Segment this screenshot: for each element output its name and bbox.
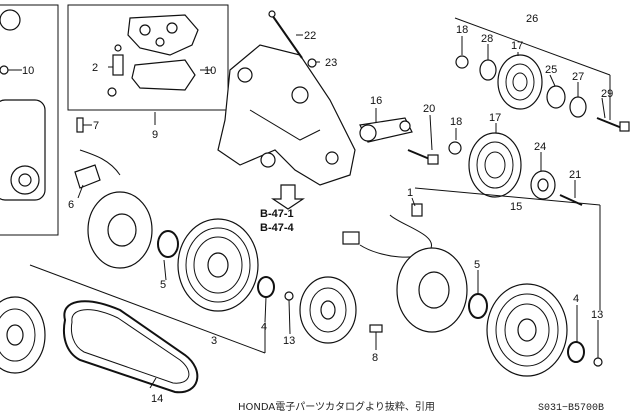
callout-26: 26 xyxy=(526,13,538,25)
callout-20: 20 xyxy=(423,103,435,115)
nut-18-mid xyxy=(448,141,462,155)
belt-inner xyxy=(70,309,190,384)
pulley-right xyxy=(486,283,568,377)
callout-10-box: 10 xyxy=(204,65,216,77)
callout-17-top: 17 xyxy=(511,40,523,52)
group-frame-9 xyxy=(67,4,229,111)
field-coil-right xyxy=(396,247,468,333)
callout-18-top: 18 xyxy=(456,24,468,36)
valve-gasket xyxy=(131,59,196,91)
nut-23 xyxy=(307,58,317,68)
reference-arrow xyxy=(271,184,305,210)
idler-assembly-top xyxy=(455,54,630,132)
snap-ring-left xyxy=(157,230,179,258)
ref-label-1: B-47-1 xyxy=(260,208,294,220)
callout-14: 14 xyxy=(151,393,163,405)
compressor-left-group xyxy=(0,4,59,236)
bolt-7-part xyxy=(76,117,84,133)
callout-23: 23 xyxy=(325,57,337,69)
callout-27: 27 xyxy=(572,71,584,83)
harness-wire xyxy=(79,149,121,176)
callout-15: 15 xyxy=(510,201,522,213)
leader-lines xyxy=(18,34,606,389)
stud-22 xyxy=(271,14,303,59)
idler-pulley-mid xyxy=(468,132,522,198)
bolt-7 xyxy=(76,117,84,133)
stud-22-part xyxy=(268,10,303,59)
drive-belt xyxy=(62,300,199,394)
bolt-20-part xyxy=(407,149,439,165)
callout-1: 1 xyxy=(407,187,413,199)
callout-16: 16 xyxy=(370,95,382,107)
washer-13-left xyxy=(284,291,294,301)
harness-6-part xyxy=(74,149,121,189)
field-coil-left xyxy=(87,191,153,269)
callout-8: 8 xyxy=(372,352,378,364)
source-note: HONDA電子パーツカタログより抜粋、引用 xyxy=(238,400,435,413)
bearing-25 xyxy=(546,85,566,109)
sensor-plug xyxy=(411,203,423,217)
callout-22: 22 xyxy=(304,30,316,42)
sensor-harness xyxy=(342,203,433,258)
pulley-left-partial xyxy=(0,296,46,374)
callout-24: 24 xyxy=(534,141,546,153)
idler-top-outer xyxy=(497,54,543,110)
diagram-code: S031−B5700B xyxy=(538,403,604,414)
callout-5-right: 5 xyxy=(474,259,480,271)
callout-3: 3 xyxy=(211,335,217,347)
field-coil-inner xyxy=(107,213,137,247)
group-lines xyxy=(29,17,611,354)
bolt-29 xyxy=(596,117,623,129)
callout-9: 9 xyxy=(152,129,158,141)
callout-18-mid: 18 xyxy=(450,116,462,128)
nut-18-top xyxy=(455,55,469,69)
belt-outer xyxy=(62,300,199,394)
callout-4-left: 4 xyxy=(261,321,267,333)
callout-4-right: 4 xyxy=(573,293,579,305)
valve-plate xyxy=(127,14,199,56)
callout-17-mid: 17 xyxy=(489,112,501,124)
group-frame-left xyxy=(0,4,59,236)
shim-left xyxy=(257,276,275,298)
armature-center xyxy=(299,276,357,344)
callout-13-left: 13 xyxy=(283,335,295,347)
pulley-center-hub xyxy=(207,252,229,278)
callout-10-left: 10 xyxy=(22,65,34,77)
callout-7: 7 xyxy=(93,120,99,132)
ref-arrow-shape xyxy=(271,184,305,210)
bolt-8-head xyxy=(369,324,383,333)
callout-numbers: 10 10 2 9 7 6 22 23 16 20 18 18 28 26 17… xyxy=(22,13,613,405)
compressor-top-fitting xyxy=(0,9,21,31)
pulley-center xyxy=(177,218,259,312)
callout-28: 28 xyxy=(481,33,493,45)
snap-ring-right xyxy=(468,293,488,319)
cover-27 xyxy=(569,96,587,118)
ref-label-2: B-47-4 xyxy=(260,222,295,234)
bolt-8-part xyxy=(369,324,383,345)
harness-connector xyxy=(74,164,101,189)
o-ring-left xyxy=(0,65,9,75)
washer-28 xyxy=(479,59,497,81)
valve-switch xyxy=(112,54,124,76)
tensioner-16 xyxy=(359,117,413,143)
callout-2: 2 xyxy=(92,62,98,74)
sensor-connector xyxy=(342,231,360,245)
callout-5-left: 5 xyxy=(160,279,166,291)
callout-25: 25 xyxy=(545,64,557,76)
washer-13-right xyxy=(593,357,603,367)
callout-21: 21 xyxy=(569,169,581,181)
compressor-bracket xyxy=(217,44,356,186)
callout-13-right: 13 xyxy=(591,309,603,321)
shim-right xyxy=(567,341,585,363)
valve-box-group xyxy=(67,4,229,111)
compressor-shaft xyxy=(18,173,32,187)
callout-6: 6 xyxy=(68,199,74,211)
callout-29: 29 xyxy=(601,88,613,100)
